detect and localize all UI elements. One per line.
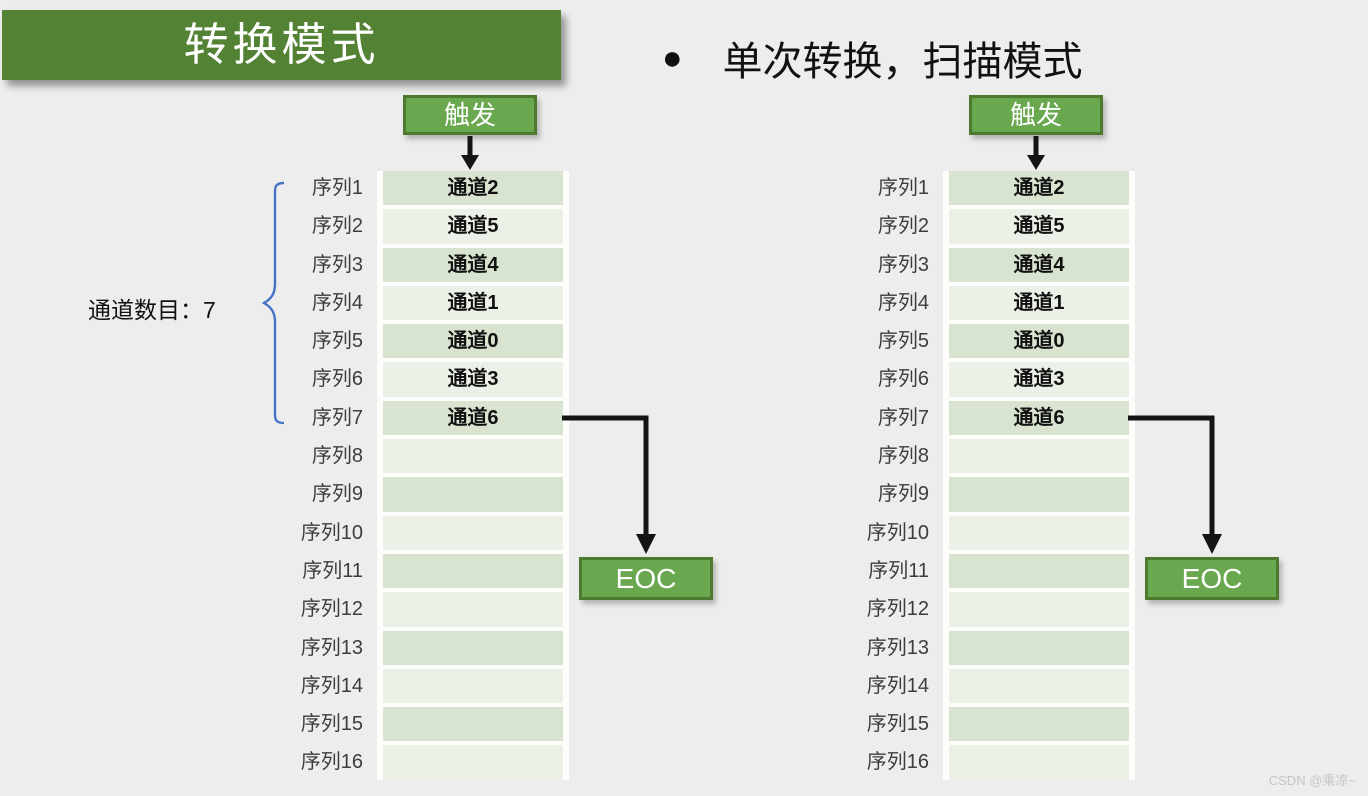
eoc-button: EOC (1145, 557, 1279, 600)
sequence-label: 序列13 (866, 636, 929, 659)
sequence-label: 序列5 (311, 330, 363, 353)
sequence-label: 序列15 (866, 713, 929, 736)
elbow-arrow-icon (562, 415, 656, 554)
sequence-label: 序列8 (311, 445, 363, 468)
sequence-label: 序列10 (866, 521, 929, 544)
sequence-label: 序列4 (877, 291, 929, 314)
sequence-label: 序列7 (877, 406, 929, 429)
channel-cell: 通道4 (949, 247, 1129, 282)
trigger-button: 触发 (969, 95, 1103, 135)
channel-cell (949, 707, 1129, 742)
sequence-label: 序列10 (300, 521, 363, 544)
sequence-labels: 序列1 序列2 序列3 序列4 序列5 序列6 序列7 序列8 序列9 序列10 序列11 序列12 序… (255, 171, 363, 780)
watermark: CSDN @乘凉~ (1268, 773, 1356, 788)
sequence-label: 序列14 (300, 674, 363, 697)
sequence-label: 序列6 (311, 368, 363, 391)
sequence-label: 序列14 (866, 674, 929, 697)
sequence-label: 序列1 (877, 177, 929, 199)
channel-cell (949, 439, 1129, 474)
channel-cell (383, 439, 563, 474)
channel-cell: 通道0 (949, 324, 1129, 359)
channel-cell (383, 745, 563, 780)
elbow-arrow-icon (1128, 415, 1222, 554)
sequence-label: 序列2 (311, 215, 363, 238)
channel-cell (949, 592, 1129, 627)
bullet-item: ● 单次转换，扫描模式 (662, 30, 1083, 86)
down-arrow-icon (461, 136, 479, 170)
sequence-label: 序列6 (877, 368, 929, 391)
sequence-label: 序列12 (300, 598, 363, 621)
channel-cell (383, 553, 563, 589)
trigger-label: 触发 (443, 100, 496, 130)
channel-cell (383, 515, 563, 550)
sequence-label: 序列15 (300, 713, 363, 736)
sequence-label: 序列8 (877, 445, 929, 468)
channel-cell: 通道4 (383, 247, 563, 282)
sequence-label: 序列11 (868, 559, 929, 582)
sequence-label: 序列16 (300, 751, 363, 774)
eoc-label: EOC (1181, 563, 1243, 594)
channel-cell: 通道3 (383, 362, 563, 397)
sequence-label: 序列7 (311, 406, 363, 429)
channel-cell (949, 477, 1129, 512)
channel-cell: 通道2 (949, 171, 1129, 206)
channel-cell: 通道0 (383, 324, 563, 359)
sequence-label: 序列9 (877, 483, 929, 506)
sequence-label: 序列1 (311, 177, 363, 199)
sequence-labels: 序列1 序列2 序列3 序列4 序列5 序列6 序列7 序列8 序列9 序列10 序列11 序列12 序… (821, 171, 929, 780)
sequence-label: 序列2 (877, 215, 929, 238)
sequence-label: 序列13 (300, 636, 363, 659)
trigger-button: 触发 (403, 95, 537, 135)
sequence-label: 序列11 (302, 559, 363, 582)
channel-cell (383, 477, 563, 512)
title-banner: 转换模式 (2, 10, 561, 80)
eoc-button: EOC (579, 557, 713, 600)
channel-cell: 通道3 (949, 362, 1129, 397)
sequence-label: 序列9 (311, 483, 363, 506)
channel-cell (383, 630, 563, 665)
brace-icon (261, 181, 285, 425)
bullet-text: 单次转换，扫描模式 (722, 40, 1083, 84)
channel-cell (949, 553, 1129, 589)
sequence-label: 序列3 (311, 253, 363, 276)
channel-cell (383, 592, 563, 627)
channel-cell (383, 668, 563, 704)
channel-cell: 通道1 (383, 285, 563, 321)
channel-cell (949, 515, 1129, 550)
channel-cell (383, 707, 563, 742)
sequence-label: 序列3 (877, 253, 929, 276)
sequence-label: 序列12 (866, 598, 929, 621)
channel-cell: 通道5 (383, 209, 563, 244)
channel-cell: 通道2 (383, 171, 563, 206)
channel-cell: 通道5 (949, 209, 1129, 244)
channel-cell: 通道1 (949, 285, 1129, 321)
eoc-label: EOC (615, 563, 677, 594)
down-arrow-icon (1027, 136, 1045, 170)
channel-cell: 通道6 (949, 400, 1129, 436)
sequence-label: 序列4 (311, 291, 363, 314)
channel-cell (949, 668, 1129, 704)
bullet-icon: ● (662, 39, 683, 77)
sequence-label: 序列16 (866, 751, 929, 774)
channel-cell: 通道6 (383, 400, 563, 436)
page-title: 转换模式 (183, 19, 380, 70)
channel-cell (949, 630, 1129, 665)
sequence-label: 序列5 (877, 330, 929, 353)
channel-cell (949, 745, 1129, 780)
channel-count-label: 通道数目：7 (88, 297, 216, 323)
trigger-label: 触发 (1009, 100, 1062, 130)
